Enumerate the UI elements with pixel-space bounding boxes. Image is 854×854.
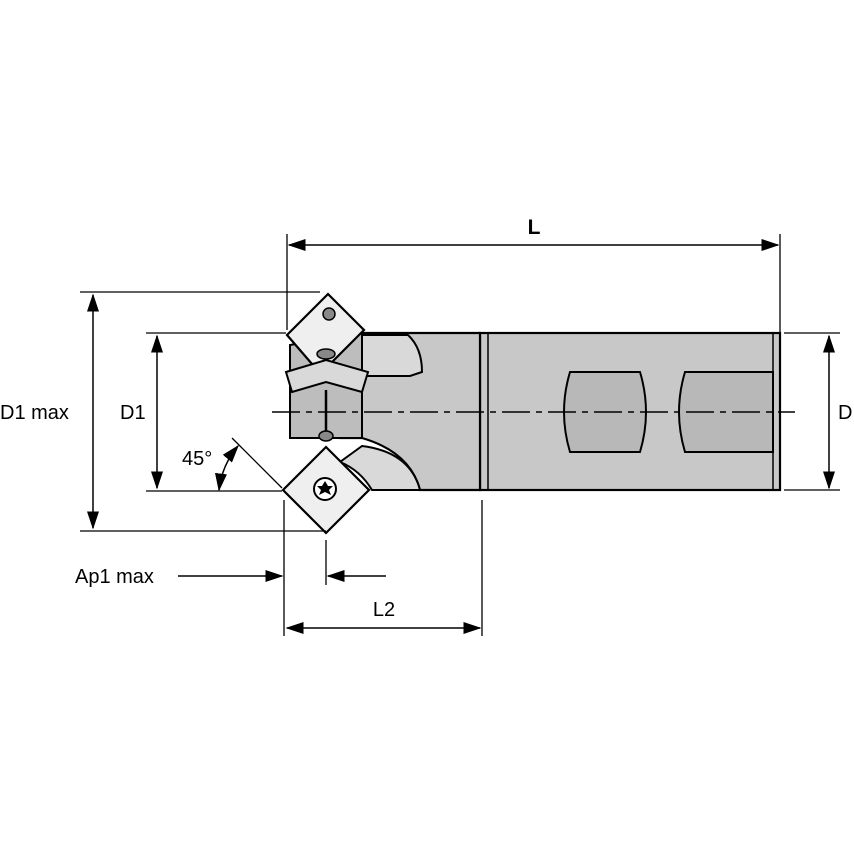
label-angle: 45° <box>182 448 212 470</box>
lower-insert <box>281 445 371 535</box>
label-Ap1-max: Ap1 max <box>75 566 154 588</box>
dimension-Ap1-max: Ap1 max <box>75 500 386 636</box>
upper-insert <box>284 292 370 442</box>
dimension-angle: 45° <box>182 437 283 492</box>
dimension-L2: L2 <box>285 500 483 636</box>
label-L: L <box>528 216 541 239</box>
dimension-L: L <box>286 216 781 333</box>
dimension-D1-max: D1 max <box>0 291 326 532</box>
label-D: D <box>838 402 852 424</box>
dimension-D: D <box>784 332 852 491</box>
label-D1: D1 <box>120 402 146 424</box>
upper-chip-pocket <box>361 334 424 377</box>
dimension-D1: D1 <box>120 332 286 492</box>
label-L2: L2 <box>373 599 395 621</box>
lower-chip-pocket <box>337 444 422 491</box>
label-D1-max: D1 max <box>0 402 69 424</box>
